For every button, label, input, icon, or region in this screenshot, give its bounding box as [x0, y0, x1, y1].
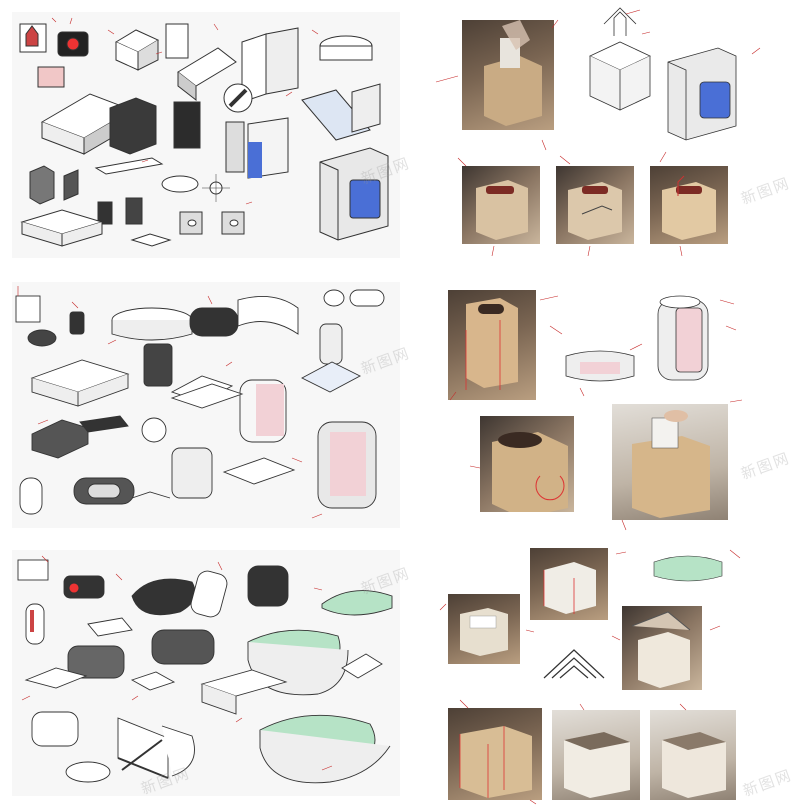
photo-box-prototype-5: [552, 710, 640, 800]
photo-wood-prototype-3: [612, 404, 728, 520]
sketch-sheet-3: [12, 550, 400, 796]
photo-wood-prototype-1: [448, 290, 536, 400]
photo-toaster-prototype-1: [462, 20, 554, 130]
photo-toaster-prototype-3: [556, 166, 634, 244]
photo-box-prototype-4: [448, 708, 542, 800]
photo-collage-3: [430, 540, 800, 808]
sketch-drawings-3: [17, 555, 393, 784]
sketch-device-pink-2: [650, 280, 720, 388]
sketch-fan-lines: [534, 638, 614, 686]
photo-box-prototype-6: [650, 710, 736, 800]
photo-collage-2: [430, 270, 800, 538]
sketch-drawings-1: [19, 17, 389, 247]
photo-toaster-prototype-2: [462, 166, 540, 244]
sketch-device-mint: [650, 548, 726, 588]
photo-box-prototype-2: [448, 594, 520, 664]
sketch-device-pink-1: [560, 340, 640, 388]
red-annotations-3: [439, 549, 741, 805]
photo-box-prototype-3: [622, 606, 702, 690]
sketch-drawings-2: [15, 286, 385, 519]
red-annotations-2: [449, 295, 743, 531]
red-annotations-1: [435, 9, 761, 257]
photo-toaster-prototype-4: [650, 166, 728, 244]
photo-box-prototype-1: [530, 548, 608, 620]
photo-collage-1: [430, 0, 800, 268]
sketch-device-blue: [658, 24, 756, 154]
sketch-toaster-1: [570, 6, 660, 124]
sketch-sheet-1: [12, 12, 400, 258]
photo-wood-prototype-2: [480, 416, 574, 512]
sketch-sheet-2: [12, 282, 400, 528]
